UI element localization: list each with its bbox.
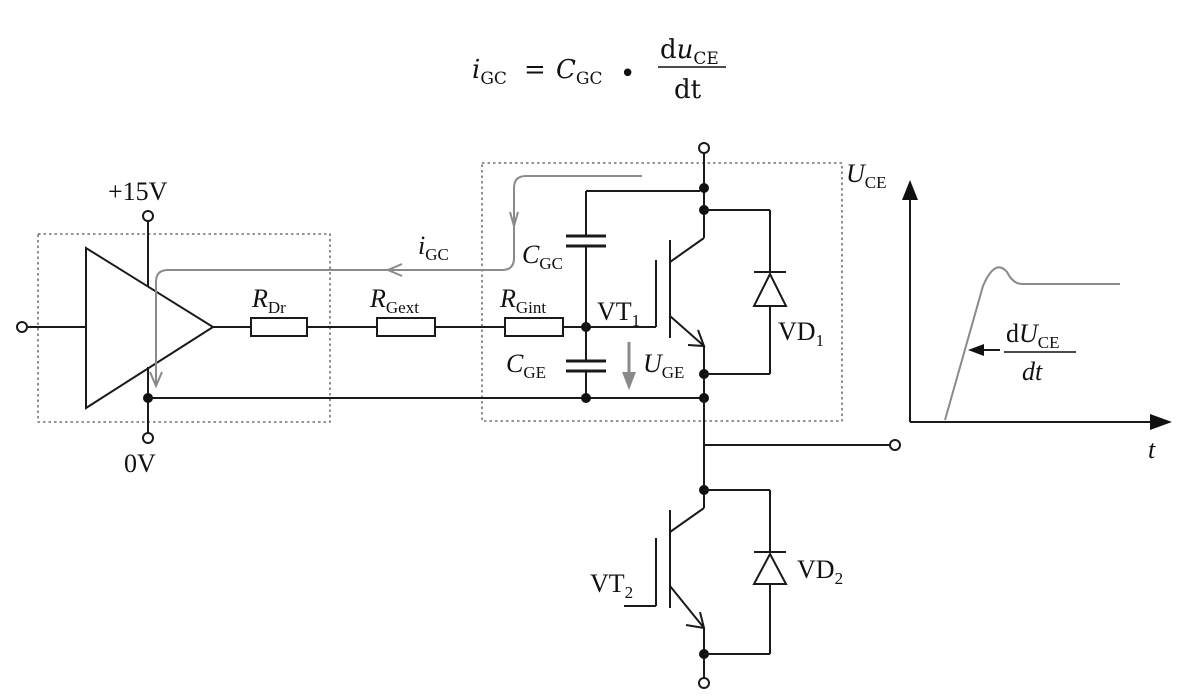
igbt-vt1 <box>655 142 710 403</box>
svg-text:CGC: CGC <box>556 55 603 89</box>
plus15v-label: +15V <box>108 177 168 206</box>
uce-waveform-graph <box>902 180 1172 430</box>
svg-text:•: • <box>620 59 635 89</box>
uce-label: UCE <box>846 159 887 192</box>
rgint-label: RGint <box>499 284 546 317</box>
resistor-rgext <box>376 317 436 337</box>
igc-current-path <box>149 175 642 389</box>
t-axis-arrow <box>1150 414 1172 430</box>
duce-dt-label: dUCE dt <box>1004 319 1076 386</box>
vt1-label: VT1 <box>597 297 640 330</box>
plus15v-terminal <box>142 210 154 222</box>
uce-curve <box>944 266 1120 421</box>
output-terminal <box>889 439 901 451</box>
emitter-terminal <box>698 677 710 689</box>
zero-v-terminal <box>142 432 154 444</box>
uce-axis-arrow <box>902 180 918 200</box>
resistor-rgint <box>504 317 564 337</box>
collector-terminal <box>698 142 710 154</box>
igc-label: iGC <box>418 231 449 264</box>
svg-text:duCE: duCE <box>660 35 719 69</box>
uge-label: UGE <box>643 349 684 382</box>
rdr-label: RDr <box>251 284 286 317</box>
rgext-label: RGext <box>369 284 419 317</box>
svg-text:=: = <box>524 55 546 85</box>
svg-text:dt: dt <box>1022 357 1043 386</box>
input-terminal <box>16 321 28 333</box>
vd2-label: VD2 <box>797 555 843 588</box>
svg-text:dt: dt <box>674 75 702 105</box>
equation: iGC = CGC • duCE dt <box>472 35 726 105</box>
t-axis-label: t <box>1148 435 1156 464</box>
diode-vd1 <box>704 209 788 375</box>
igbt-dashed-box <box>481 162 843 422</box>
driver-amplifier: +15V 0V <box>16 177 215 478</box>
amplifier-triangle <box>85 246 215 410</box>
igbt-vt2 <box>624 485 710 689</box>
cge-label: CGE <box>506 349 546 382</box>
svg-text:dUCE: dUCE <box>1006 319 1060 352</box>
vt2-label: VT2 <box>590 569 633 602</box>
diode-vd2 <box>704 489 788 655</box>
zero-v-label: 0V <box>124 449 156 478</box>
uge-arrow <box>622 342 636 390</box>
capacitor-cge <box>566 327 606 403</box>
cgc-label: CGC <box>522 240 563 273</box>
svg-text:iGC: iGC <box>472 55 507 89</box>
vd1-label: VD1 <box>778 317 824 350</box>
resistor-rdr <box>250 317 308 337</box>
capacitor-cgc <box>566 190 700 327</box>
